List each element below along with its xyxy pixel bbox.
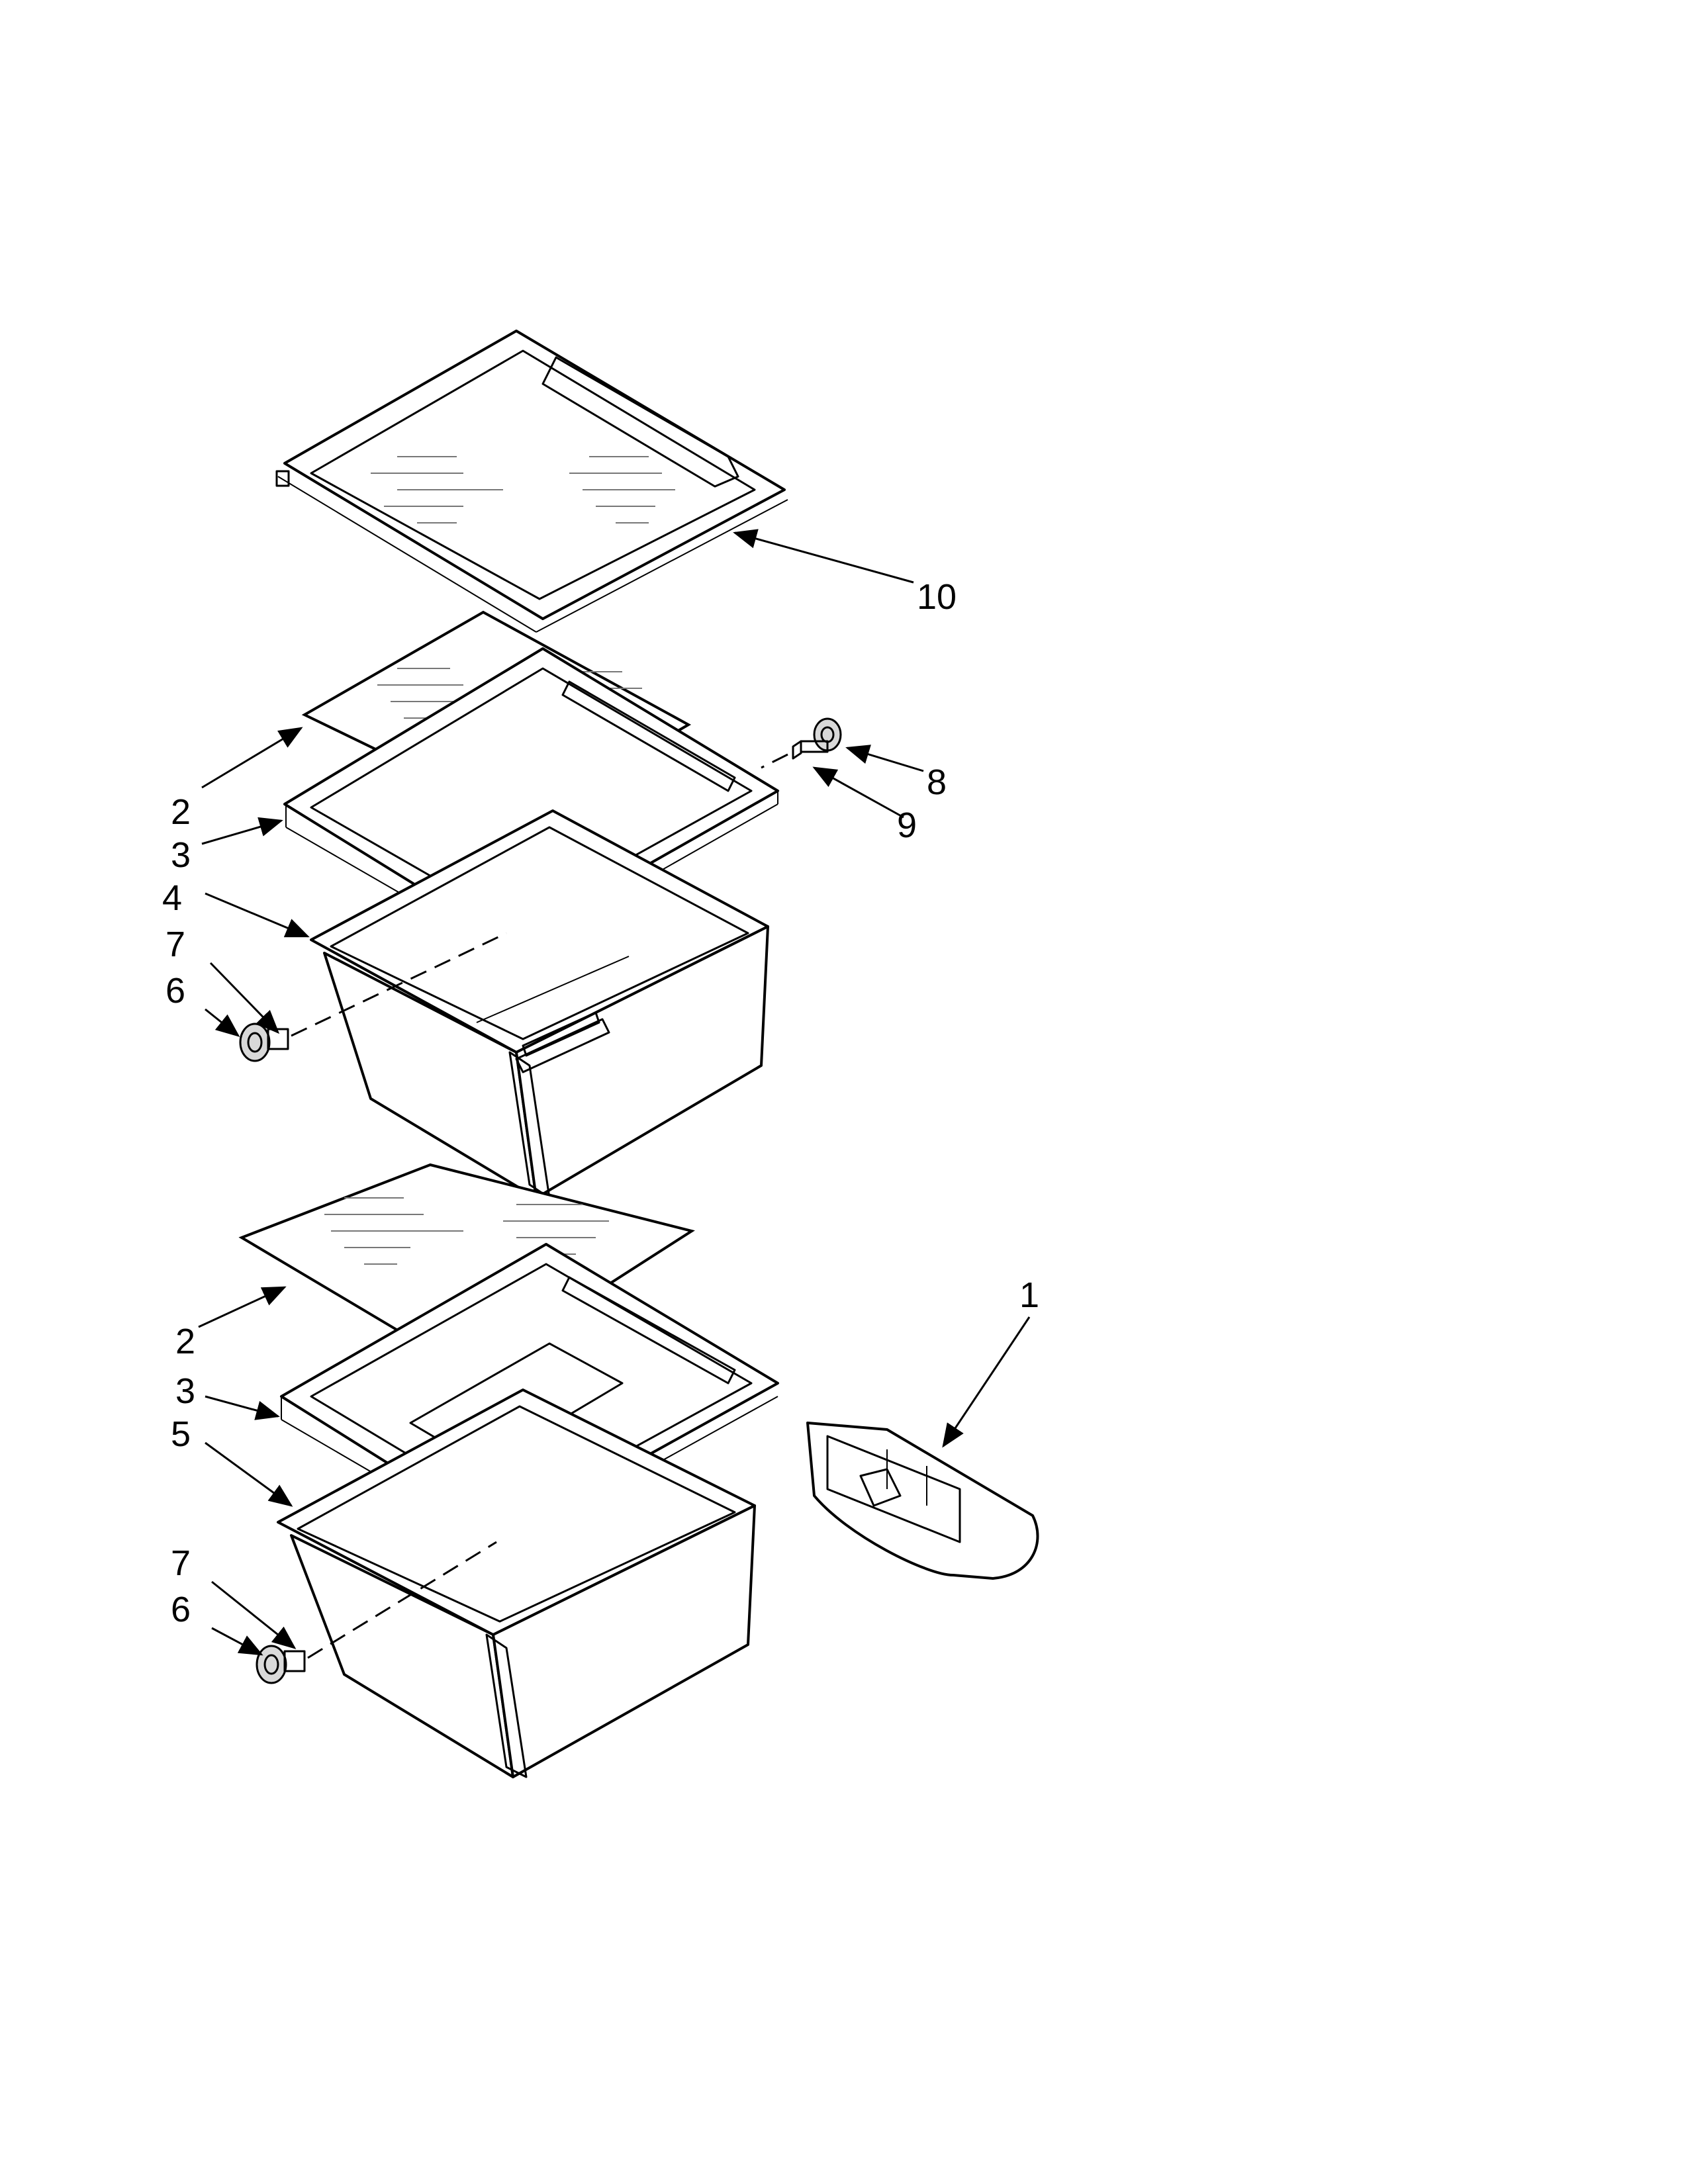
callout-7-lower: 7 [171,1543,191,1583]
crisper-cover-shelf [275,330,788,633]
lower-knob-guide [307,1541,497,1659]
callout-6-lower: 6 [171,1590,191,1629]
shelf-support-bolt [792,717,842,760]
crisper-end-cap [806,1422,1039,1580]
callout-labels: 1 2 2 3 3 4 5 6 6 7 7 8 9 10 [162,577,1039,1629]
callout-3-lower: 3 [175,1371,195,1411]
callout-3-upper: 3 [171,835,191,875]
upper-knob-guide [291,932,507,1037]
callout-1: 1 [1019,1275,1039,1315]
callout-7-upper: 7 [165,925,185,964]
callout-9: 9 [897,805,917,845]
lower-glass-hatching [324,1197,609,1265]
callout-10: 10 [917,577,957,617]
lower-crisper-glass [238,1163,695,1375]
callout-8: 8 [927,762,947,802]
shelf-glass-hatching [371,456,675,523]
callout-5: 5 [171,1414,191,1454]
callout-2-lower: 2 [175,1322,195,1361]
lower-drawer-knob [256,1645,306,1684]
callout-2-upper: 2 [171,792,191,832]
leader-lines [198,529,1031,1656]
callout-4: 4 [162,878,182,918]
upper-drawer-knob [239,1023,289,1062]
callout-6-upper: 6 [165,971,185,1011]
bolt-guide [761,753,788,769]
lower-crisper-drawer [277,1388,756,1778]
upper-crisper-drawer [310,809,769,1199]
